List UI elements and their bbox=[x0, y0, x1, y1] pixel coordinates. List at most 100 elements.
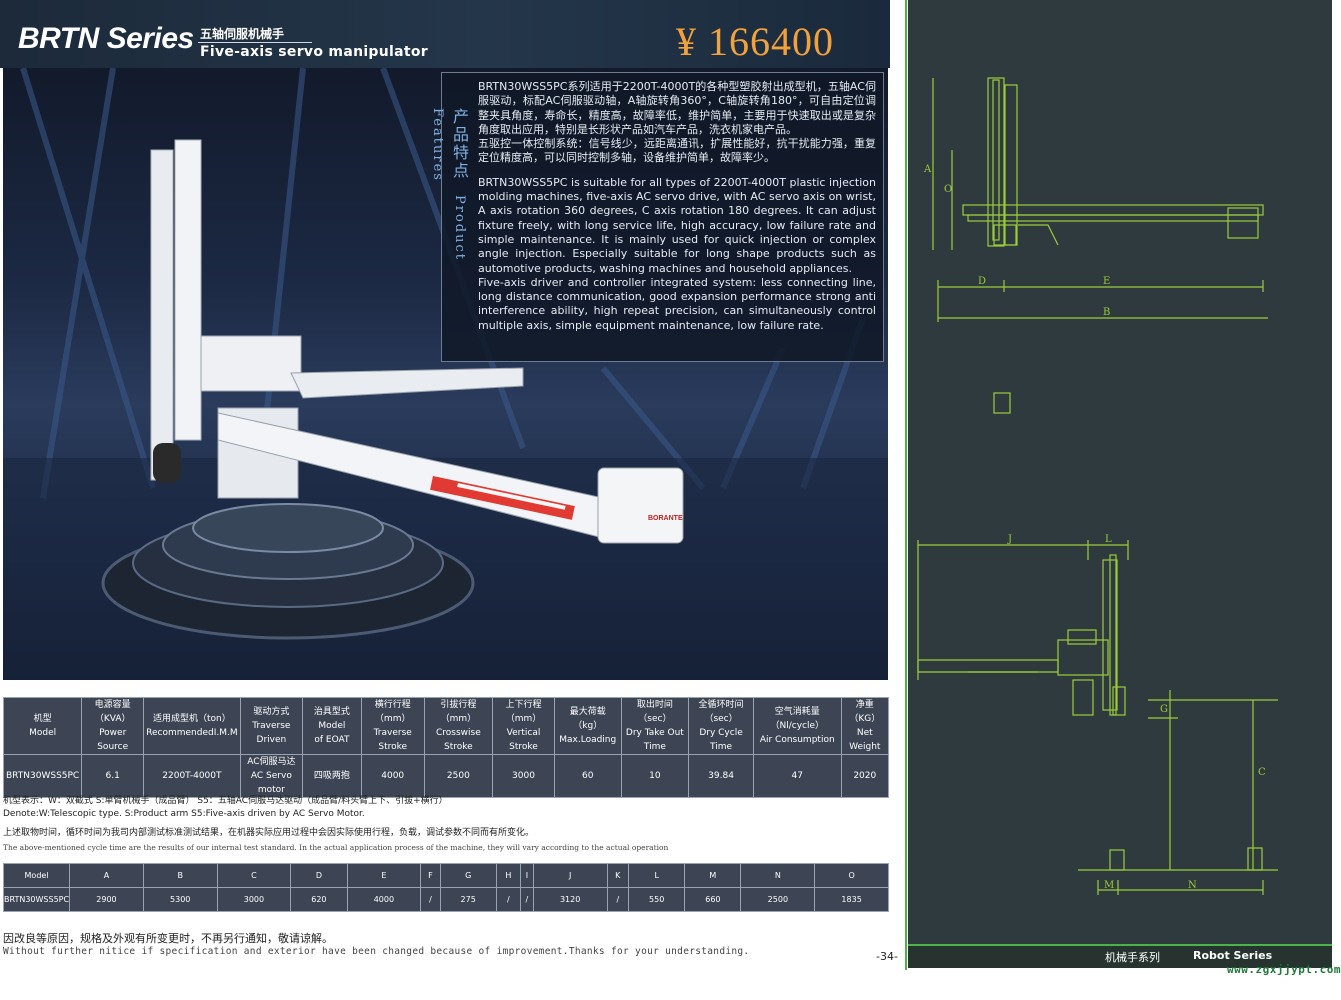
dim-label-l: L bbox=[1105, 534, 1112, 545]
technical-drawings: A O D E B bbox=[917, 77, 1278, 895]
note-cycle-cn: 上述取物时间，循环时间为我司内部测试标准测试结果，在机器实际应用过程中会因实际使… bbox=[3, 828, 535, 838]
dimension-header-row: Model A B C D E F G H I J K L M N O bbox=[2, 863, 889, 888]
spec-header-cell: 取出时间（sec）Dry Take Out Time bbox=[620, 697, 690, 755]
features-vertical-label: 产品特点 Product Features bbox=[430, 108, 471, 328]
dim-cell: 275 bbox=[439, 887, 497, 912]
features-panel bbox=[441, 72, 884, 362]
dim-header-cell: C bbox=[216, 863, 292, 888]
dim-label-e: E bbox=[1103, 276, 1110, 287]
subtitle-en: Five-axis servo manipulator bbox=[200, 44, 428, 60]
features-cn-para1: BRTN30WSS5PC系列适用于2200T-4000T的各种型塑胶射出成型机，… bbox=[478, 80, 876, 136]
section-label-cn: 机械手系列 bbox=[1105, 951, 1160, 964]
spec-cell-traverse: 4000 bbox=[360, 754, 425, 798]
side-view-drawing bbox=[917, 540, 1278, 895]
spec-cell-power: 6.1 bbox=[81, 754, 145, 798]
spec-cell-imm: 2200T-4000T bbox=[143, 754, 241, 798]
top-view-labels: A O D E B bbox=[923, 164, 1110, 318]
dim-label-j: J bbox=[1007, 534, 1012, 545]
dim-header-cell: E bbox=[346, 863, 422, 888]
spec-cell-crosswise: 2500 bbox=[423, 754, 494, 798]
spec-header-cell: 最大荷载（kg）Max.Loading bbox=[553, 697, 622, 755]
dim-cell: / bbox=[606, 887, 630, 912]
dim-header-cell: F bbox=[420, 863, 441, 888]
spec-header-cell: 上下行程（mm）Vertical Stroke bbox=[492, 697, 555, 755]
dim-cell: 2900 bbox=[69, 887, 144, 912]
dim-label-a: A bbox=[923, 164, 932, 175]
dim-cell: BRTN30WSS5PC bbox=[2, 887, 71, 912]
dim-header-cell: H bbox=[495, 863, 522, 888]
watermark: www.zgxjjypt.com bbox=[1227, 963, 1341, 976]
dim-header-cell: A bbox=[69, 863, 144, 888]
spec-header-cell: 引拔行程（mm）Crosswise Stroke bbox=[423, 697, 494, 755]
dim-cell: 4000 bbox=[346, 887, 422, 912]
footer-notice-cn: 因改良等原因，规格及外观有所变更时，不再另行通知，敬请谅解。 bbox=[3, 932, 333, 945]
dim-cell: 3000 bbox=[216, 887, 292, 912]
subtitle-divider bbox=[198, 42, 312, 43]
note-cycle-en: The above-mentioned cycle time are the r… bbox=[3, 843, 669, 852]
dim-header-cell: I bbox=[520, 863, 534, 888]
dim-cell: 620 bbox=[290, 887, 348, 912]
features-label-cn: 产品特点 bbox=[450, 108, 469, 180]
spec-header-cell: 全循环时间（sec）Dry Cycle Time bbox=[688, 697, 754, 755]
spec-cell-take-out: 10 bbox=[620, 754, 690, 798]
series-title: BRTN Series bbox=[18, 22, 194, 55]
spec-header-cell: 适用成型机（ton）RecommendedI.M.M bbox=[143, 697, 241, 755]
dim-label-c: C bbox=[1258, 767, 1266, 778]
subtitle-cn: 五轴伺服机械手 bbox=[200, 27, 285, 41]
top-view-drawing bbox=[932, 77, 1268, 414]
green-divider bbox=[905, 0, 907, 970]
spec-cell-loading: 60 bbox=[553, 754, 622, 798]
dim-cell: 550 bbox=[628, 887, 686, 912]
dim-header-cell: D bbox=[290, 863, 348, 888]
features-cn-para2: 五驱控一体控制系统：信号线少，远距离通讯，扩展性能好，抗干扰能力强，重复定位精度… bbox=[478, 137, 876, 165]
price: ¥ 166400 bbox=[676, 19, 834, 64]
dim-cell: 2500 bbox=[740, 887, 816, 912]
dim-cell: 660 bbox=[684, 887, 742, 912]
dim-header-cell: Model bbox=[2, 863, 71, 888]
dim-label-d: D bbox=[978, 276, 986, 287]
spec-cell-weight: 2020 bbox=[840, 754, 890, 798]
rotating-stage bbox=[101, 503, 475, 640]
spec-cell-air: 47 bbox=[752, 754, 842, 798]
features-text: BRTN30WSS5PC系列适用于2200T-4000T的各种型塑胶射出成型机，… bbox=[478, 80, 876, 333]
dim-label-n: N bbox=[1188, 880, 1197, 891]
page-number: -34- bbox=[876, 950, 898, 963]
features-en-para2: Five-axis driver and controller integrat… bbox=[478, 275, 876, 332]
robot-illustration: BORANTE bbox=[3, 68, 888, 680]
dim-label-m: M bbox=[1104, 880, 1114, 891]
features-en-para1: BRTN30WSS5PC is suitable for all types o… bbox=[478, 175, 876, 275]
section-label-en: Robot Series bbox=[1193, 949, 1273, 962]
dim-cell: / bbox=[520, 887, 534, 912]
note-denote-en: Denote:W:Telescopic type. S:Product arm … bbox=[3, 809, 365, 819]
dim-cell: / bbox=[495, 887, 522, 912]
brand-label: BORANTE bbox=[648, 515, 683, 522]
dim-header-cell: K bbox=[606, 863, 630, 888]
dim-header-cell: B bbox=[142, 863, 218, 888]
features-label-en: Product Features bbox=[430, 108, 467, 262]
dimension-data-row: BRTN30WSS5PC 2900 5300 3000 620 4000 / 2… bbox=[2, 887, 889, 912]
dim-cell: 1835 bbox=[814, 887, 889, 912]
dim-header-cell: O bbox=[814, 863, 889, 888]
spec-header-cell: 空气消耗量（Nl/cycle）Air Consumption bbox=[752, 697, 842, 755]
dim-cell: 3120 bbox=[532, 887, 608, 912]
dim-label-g: G bbox=[1160, 704, 1168, 715]
footer-notice-en: Without further nitice if specification … bbox=[3, 946, 750, 957]
dim-label-b: B bbox=[1103, 307, 1110, 318]
dim-header-cell: G bbox=[439, 863, 497, 888]
dim-header-cell: N bbox=[740, 863, 816, 888]
spec-cell-model: BRTN30WSS5PC bbox=[2, 754, 83, 798]
spec-cell-vertical: 3000 bbox=[492, 754, 555, 798]
spec-header-cell: 横行行程（mm）Traverse Stroke bbox=[360, 697, 425, 755]
dim-cell: 5300 bbox=[142, 887, 218, 912]
drawings-panel: A O D E B bbox=[908, 0, 1332, 964]
spec-header-cell: 电源容量（KVA）Power Source bbox=[81, 697, 145, 755]
section-band bbox=[908, 944, 1332, 968]
spec-header-cell: 净重（KG）Net Weight bbox=[840, 697, 890, 755]
page-header: BRTN Series 五轴伺服机械手 Five-axis servo mani… bbox=[0, 0, 890, 68]
dim-header-cell: J bbox=[532, 863, 608, 888]
